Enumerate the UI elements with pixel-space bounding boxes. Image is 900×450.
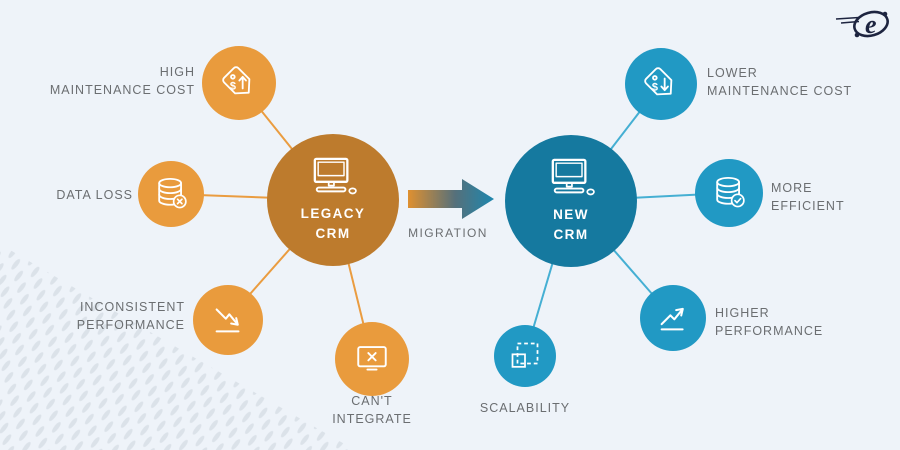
- new-crm-hub: NEW CRM: [505, 135, 637, 267]
- satellite-label-scalability: SCALABILITY: [479, 401, 571, 415]
- new-crm-label: NEW CRM: [553, 206, 589, 242]
- database-check-icon: [708, 172, 750, 214]
- satellite-data-loss: [138, 161, 204, 227]
- satellite-label-inconsistent-performance: INCONSISTENT PERFORMANCE: [76, 300, 185, 333]
- desktop-computer-icon: [306, 156, 360, 200]
- database-error-icon: [150, 173, 192, 215]
- monitor-x-icon: [350, 337, 394, 381]
- desktop-computer-icon: [544, 157, 598, 201]
- svg-text:e: e: [865, 10, 877, 39]
- price-tag-arrow-up-icon: $: [217, 61, 261, 105]
- expand-square-icon: [505, 336, 545, 376]
- legacy-crm-hub: LEGACY CRM: [267, 134, 399, 266]
- satellite-label-higher-performance: HIGHER PERFORMANCE: [715, 306, 824, 339]
- satellite-label-data-loss: DATA LOSS: [56, 188, 133, 202]
- declining-chart-icon: [207, 299, 249, 341]
- legacy-crm-label: LEGACY CRM: [300, 205, 366, 241]
- satellite-label-lower-maintenance-cost: LOWER MAINTENANCE COST: [707, 66, 853, 99]
- satellite-label-cant-integrate: CAN'T INTEGRATE: [332, 394, 412, 427]
- satellite-more-efficient: [695, 159, 763, 227]
- satellite-cant-integrate: [335, 322, 409, 396]
- satellite-high-maintenance-cost: $: [202, 46, 276, 120]
- satellite-higher-performance: [640, 285, 706, 351]
- satellite-lower-maintenance-cost: $: [625, 48, 697, 120]
- price-tag-arrow-down-icon: $: [639, 62, 683, 106]
- satellite-inconsistent-performance: [193, 285, 263, 355]
- migration-arrow-icon: [408, 179, 494, 219]
- svg-text:$: $: [230, 80, 236, 92]
- e-orbit-logo-icon: e: [835, 10, 889, 39]
- satellite-label-high-maintenance-cost: HIGH MAINTENANCE COST: [49, 65, 195, 98]
- migration-label: MIGRATION: [408, 226, 488, 240]
- satellite-label-more-efficient: MORE EFFICIENT: [771, 181, 845, 214]
- satellite-scalability: [494, 325, 556, 387]
- svg-text:$: $: [652, 81, 658, 93]
- rising-chart-icon: [652, 297, 694, 339]
- background-texture: [0, 244, 355, 450]
